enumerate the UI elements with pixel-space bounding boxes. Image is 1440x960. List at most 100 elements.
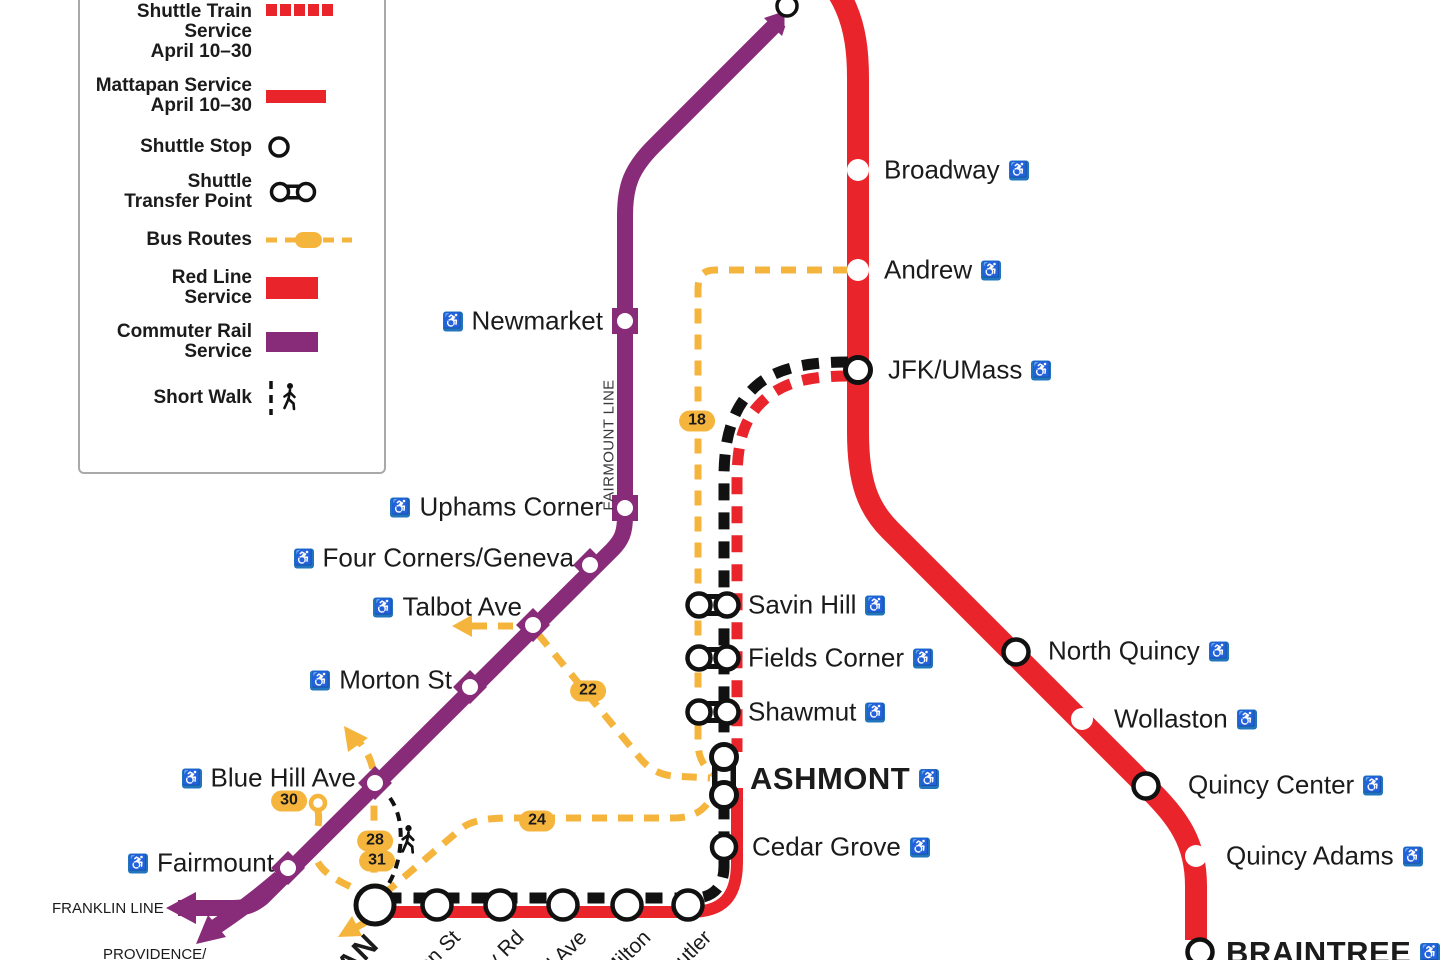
accessible-icon: ♿: [909, 837, 930, 857]
marker-central-ave: [546, 888, 580, 922]
legend-label-line: Shuttle Stop: [140, 136, 252, 157]
station-name: Blue Hill Ave: [210, 762, 357, 793]
station-name: Shawmut: [748, 696, 857, 727]
legend-label-line: Service: [184, 341, 252, 362]
accessible-icon: ♿: [293, 548, 314, 568]
marker-wollaston: [1071, 708, 1093, 730]
station-name: Andrew: [884, 254, 973, 285]
station-name: Uphams Corner: [419, 491, 603, 522]
station-name: Wollaston: [1114, 703, 1228, 734]
bus-arrow-north: [344, 726, 368, 752]
legend-label-line: Bus Routes: [146, 229, 252, 250]
accessible-icon: ♿: [390, 497, 411, 517]
station-label-fields-corner: Fields Corner♿: [748, 643, 934, 674]
marker-savin-hill: [685, 591, 741, 619]
marker-milton: [610, 888, 644, 922]
station-name: Quincy Adams: [1226, 840, 1394, 871]
accessible-icon: ♿: [981, 260, 1002, 280]
station-label-morton-st: ♿ Morton St: [310, 665, 452, 696]
legend-label: Short Walk: [80, 388, 252, 408]
legend-symbol-red-bar: [266, 277, 376, 299]
bus-badge-18: 18: [679, 410, 715, 432]
bus-stop-30-marker: [308, 793, 328, 813]
legend-symbol-transfer-dumbbell: [266, 178, 376, 206]
marker-butler: [671, 888, 705, 922]
legend-label-line: Shuttle Train: [136, 1, 252, 22]
marker-quincy-center: [1131, 771, 1161, 801]
bus-route-18-path: [694, 266, 848, 781]
station-name: Morton St: [339, 664, 452, 695]
station-name: Four Corners/Geneva: [322, 542, 574, 573]
accessible-icon: ♿: [1208, 641, 1229, 661]
bus-route-30-path: [311, 810, 360, 894]
accessible-icon: ♿: [1236, 709, 1257, 729]
commuter-markers: [271, 308, 638, 885]
accessible-icon: ♿: [181, 768, 202, 788]
providence-line-label: PROVIDENCE/: [103, 946, 207, 960]
accessible-icon: ♿: [913, 648, 934, 668]
legend-label-line: Service: [184, 21, 252, 42]
legend-label-line: Shuttle: [187, 171, 252, 192]
legend-item-bus-routes: Bus Routes: [80, 230, 384, 250]
north-terminal-marker: [775, 0, 799, 18]
marker-braintree: [1185, 937, 1215, 960]
marker-broadway: [847, 159, 869, 181]
accessible-icon: ♿: [1008, 160, 1029, 180]
station-label-quincy-adams: Quincy Adams♿: [1226, 841, 1423, 872]
station-name: BRAINTREE: [1226, 935, 1412, 960]
station-label-andrew: Andrew ♿: [884, 254, 1002, 286]
station-label-newmarket: ♿Newmarket: [442, 306, 603, 337]
legend-symbol-purple-bar: [266, 332, 376, 352]
station-markers: [271, 0, 1215, 960]
accessible-icon: ♿: [865, 595, 886, 615]
legend-label: Bus Routes: [80, 230, 252, 250]
legend-label-line: April 10–30: [150, 41, 252, 62]
accessible-icon: ♿: [373, 597, 394, 617]
legend-label-line: Mattapan Service: [95, 75, 252, 96]
station-label-uphams-corner: ♿ Uphams Corner: [390, 492, 603, 523]
station-label-shawmut: Shawmut ♿: [748, 696, 886, 728]
bus-arrow-west: [452, 615, 472, 637]
legend-symbol-red-thin-bar: [266, 89, 376, 103]
bus-arrow-south: [338, 916, 362, 937]
station-label-savin-hill: Savin Hill ♿: [748, 589, 886, 621]
station-name: Broadway: [884, 154, 1000, 185]
legend-label-line: Commuter Rail: [116, 321, 252, 342]
marker-ashmont: [709, 742, 739, 810]
station-label-north-quincy: North Quincy♿: [1048, 636, 1229, 667]
station-label-braintree: BRAINTREE♿: [1226, 935, 1440, 960]
station-name: JFK/UMass: [888, 354, 1023, 385]
station-label-blue-hill-ave: ♿ Blue Hill Ave: [181, 762, 357, 794]
bus-badge-28: 28: [357, 830, 393, 852]
accessible-icon: ♿: [310, 670, 331, 690]
legend-item-shuttle-stop: Shuttle Stop: [80, 134, 384, 160]
marker-cedar-grove: [709, 832, 739, 862]
legend-symbol-short-walk: [266, 378, 376, 418]
station-name: Cedar Grove: [752, 831, 901, 862]
legend-label-line: Short Walk: [153, 387, 252, 408]
marker-fields-corner: [685, 644, 741, 672]
marker-andrew: [847, 259, 869, 281]
station-label-cedar-grove: Cedar Grove ♿: [752, 832, 930, 863]
transfer-markers: [685, 591, 741, 810]
red-line-path: [829, 0, 1207, 940]
station-label-broadway: Broadway ♿: [884, 155, 1029, 186]
station-label-four-corners-geneva: ♿ Four Corners/Geneva: [293, 542, 574, 574]
station-label-wollaston: Wollaston ♿: [1114, 704, 1257, 735]
mattapan-branch-markers: [353, 883, 705, 927]
legend-label-line: April 10–30: [150, 95, 252, 116]
legend-label-line: Transfer Point: [124, 191, 252, 212]
accessible-icon: ♿: [127, 853, 148, 873]
accessible-icon: ♿: [865, 702, 886, 722]
station-name: Savin Hill: [748, 589, 857, 620]
